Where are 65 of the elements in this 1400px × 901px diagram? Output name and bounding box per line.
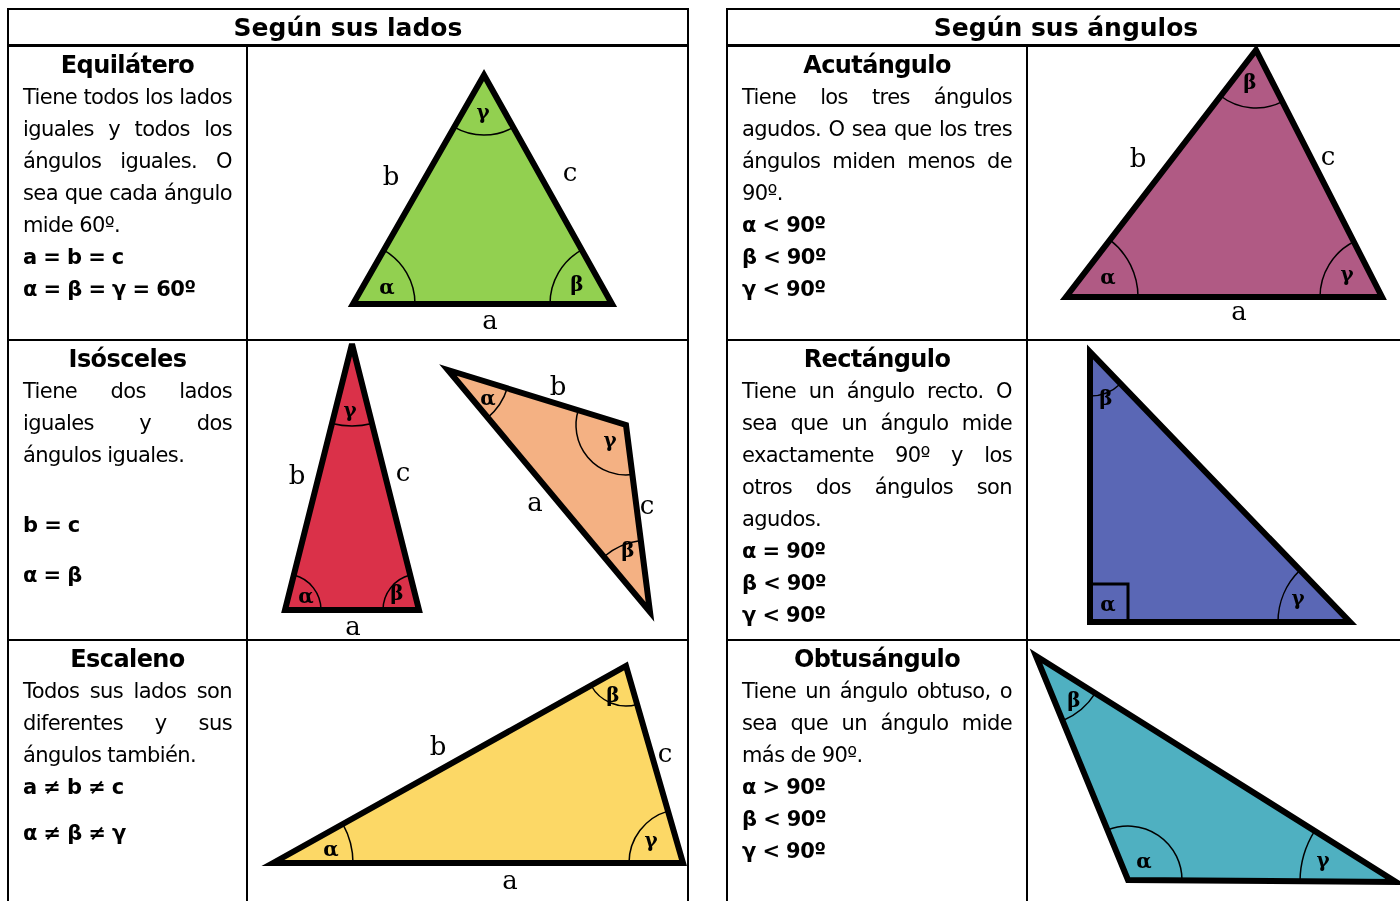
type-heading: Escaleno [69, 644, 186, 675]
formula: a ≠ b ≠ c [23, 774, 125, 801]
angle-label: α [379, 274, 395, 300]
formula: α = β = γ = 60º [23, 276, 197, 303]
description-text: Tiene los tres ángulos agudos. O sea que los tres ángulos miden menos de 90º. [742, 84, 1012, 207]
side-label: c [395, 459, 411, 485]
angle-label: γ [476, 99, 490, 125]
formula: α ≠ β ≠ γ [23, 820, 127, 847]
angle-label: β [570, 271, 584, 297]
formula: γ < 90º [742, 838, 827, 865]
side-label: b [429, 733, 447, 759]
side-label: c [657, 740, 673, 766]
side-label: a [1231, 298, 1247, 324]
angle-label: α [323, 836, 339, 862]
formula: α = 90º [742, 538, 827, 565]
formula: a = b = c [23, 244, 125, 271]
angle-label: β [1243, 69, 1257, 95]
description-text: Tiene un ángulo obtuso, o sea que un ángulo mide más de 90º. [742, 678, 1012, 769]
formula: α = β [23, 562, 83, 589]
formula: β < 90º [742, 806, 828, 833]
column-header: Según sus lados [9, 10, 687, 44]
angle-label: β [621, 537, 635, 563]
angle-label: α [1100, 591, 1116, 617]
type-heading: Isósceles [67, 344, 188, 375]
type-heading: Equilátero [59, 50, 196, 81]
description-text: Todos sus lados son diferentes y sus ángulos también. [23, 678, 232, 769]
side-label: a [502, 867, 518, 893]
angle-label: α [298, 583, 314, 609]
angle-label: α [1100, 264, 1116, 290]
side-label: c [639, 492, 655, 518]
side-label: b [549, 373, 567, 399]
formula: α > 90º [742, 774, 827, 801]
angle-label: γ [1316, 847, 1330, 873]
formula: β < 90º [742, 244, 828, 271]
angle-label: γ [603, 427, 617, 453]
formula: β < 90º [742, 570, 828, 597]
side-label: a [345, 613, 361, 639]
formula: γ < 90º [742, 602, 827, 629]
side-label: c [1320, 143, 1336, 169]
column-header: Según sus ángulos [728, 10, 1400, 44]
type-heading: Rectángulo [802, 344, 952, 375]
side-label: a [482, 307, 498, 333]
angle-label: α [480, 385, 496, 411]
side-label: b [1129, 145, 1147, 171]
angle-label: β [606, 682, 620, 708]
angle-label: α [1136, 848, 1152, 874]
side-label: c [562, 159, 578, 185]
description-text: Tiene todos los lados iguales y todos los ángulos iguales. O sea que cada ángulo mide 60º. [23, 84, 232, 239]
angle-label: γ [343, 397, 357, 423]
angle-label: γ [644, 827, 658, 853]
angle-label: β [1067, 687, 1081, 713]
description-text: Tiene un ángulo recto. O sea que un ángulo mide exactamente 90º y los otros dos ángulos son agudos. [742, 378, 1012, 533]
angle-label: β [390, 580, 404, 606]
angle-label: γ [1291, 585, 1305, 611]
type-heading: Obtusángulo [792, 644, 962, 675]
formula: γ < 90º [742, 276, 827, 303]
formula: α < 90º [742, 212, 827, 239]
side-label: b [382, 163, 400, 189]
angle-label: β [1099, 385, 1113, 411]
type-heading: Acutángulo [802, 50, 952, 81]
formula: b = c [23, 512, 81, 539]
side-label: a [527, 489, 543, 515]
side-label: b [288, 462, 306, 488]
angle-label: γ [1340, 261, 1354, 287]
description-text: Tiene dos lados iguales y dos ángulos iguales. [23, 378, 232, 469]
